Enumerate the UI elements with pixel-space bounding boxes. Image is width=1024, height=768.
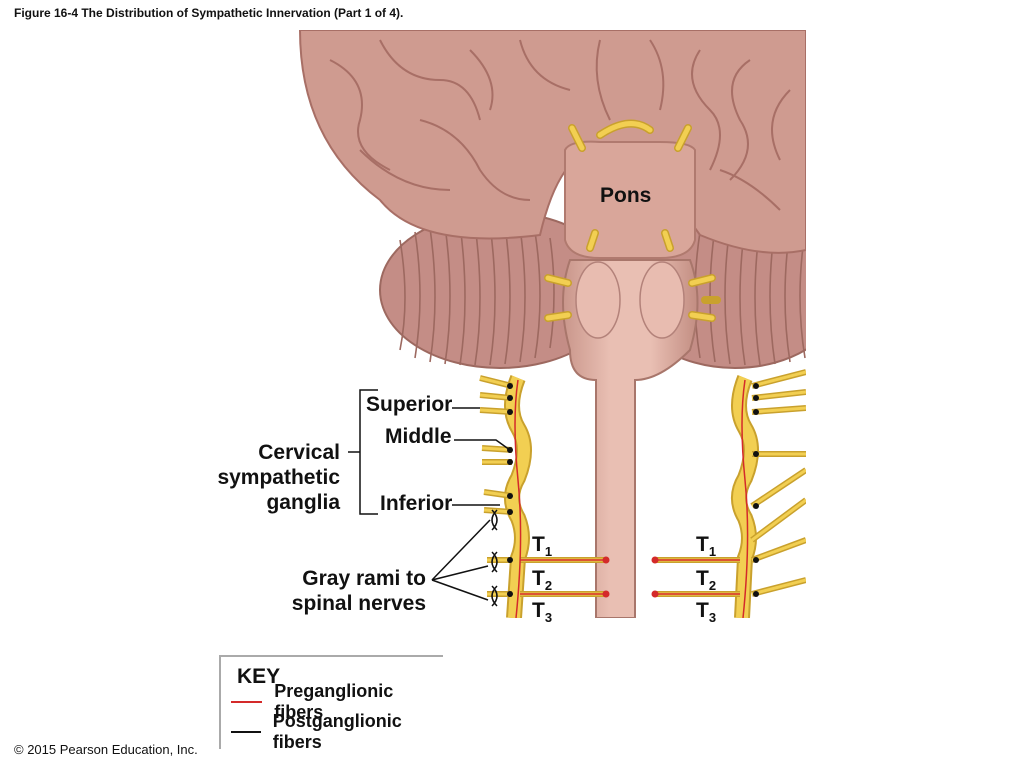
key-item-preganglionic: Preganglionic fibers	[231, 681, 443, 722]
cervical-label-line3: ganglia	[266, 491, 340, 514]
superior-label: Superior	[366, 393, 453, 416]
key-item-label: Postganglionic fibers	[272, 711, 402, 752]
key-item-label: Preganglionic fibers	[274, 681, 394, 722]
leader-lines	[348, 389, 511, 607]
middle-label: Middle	[385, 425, 452, 448]
cervical-label-line1: Cervical	[258, 441, 340, 464]
t2-right-label: T2	[696, 567, 717, 593]
postganglionic-line-swatch	[231, 731, 261, 733]
t1-left-label: T1	[532, 533, 553, 559]
key-item-postganglionic: Postganglionic fibers	[231, 711, 443, 752]
right-sympathetic-chain	[651, 369, 806, 618]
copyright-notice: © 2015 Pearson Education, Inc.	[14, 742, 198, 757]
key-box: KEY Preganglionic fibers Postganglionic …	[219, 655, 443, 752]
key-title: KEY	[237, 665, 281, 688]
t1-right-label: T1	[696, 533, 717, 559]
pons-label: Pons	[600, 184, 652, 207]
pons	[564, 140, 696, 259]
t2-left-label: T2	[532, 567, 553, 593]
inferior-label: Inferior	[380, 492, 453, 515]
preganglionic-line-swatch	[231, 701, 263, 703]
t3-left-label: T3	[532, 599, 553, 625]
gray-rami-label-line2: spinal nerves	[291, 592, 426, 615]
cervical-label-line2: sympathetic	[217, 466, 340, 489]
figure-caption: Figure 16-4 The Distribution of Sympathe…	[14, 6, 404, 20]
gray-rami-label-line1: Gray rami to	[302, 567, 426, 590]
left-sympathetic-chain	[479, 375, 610, 618]
t3-right-label: T3	[696, 599, 717, 625]
